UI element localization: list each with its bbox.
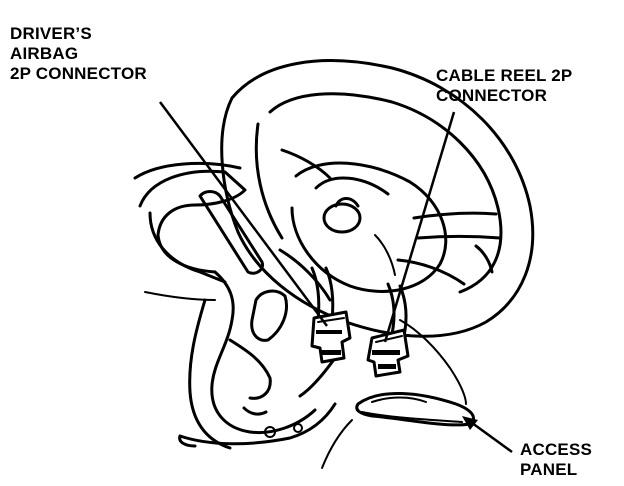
cable-reel-label-line-2: CONNECTOR [436,86,548,105]
driver-airbag-connector [310,310,352,364]
access-panel-label: ACCESS PANEL [520,440,592,480]
driver-airbag-label-line-1: DRIVER’S [10,24,92,43]
arrowhead-access-panel [462,416,478,430]
access-panel-label-line-2: PANEL [520,460,578,479]
leader-lines [158,101,513,454]
cable-reel-label-line-1: CABLE REEL 2P [436,66,573,85]
cable-reel-connector [366,328,410,378]
leader-driver-airbag [158,101,329,327]
access-panel [355,391,475,427]
driver-airbag-label-line-3: 2P CONNECTOR [10,64,147,83]
driver-airbag-label-line-2: AIRBAG [10,44,79,63]
leader-access-panel [467,418,513,454]
leader-cable-reel [383,111,456,343]
driver-airbag-connector-label: DRIVER’S AIRBAG 2P CONNECTOR [10,24,147,84]
cable-reel-connector-label: CABLE REEL 2P CONNECTOR [436,66,572,106]
access-panel-label-line-1: ACCESS [520,440,593,459]
dashboard-housing [133,161,467,469]
